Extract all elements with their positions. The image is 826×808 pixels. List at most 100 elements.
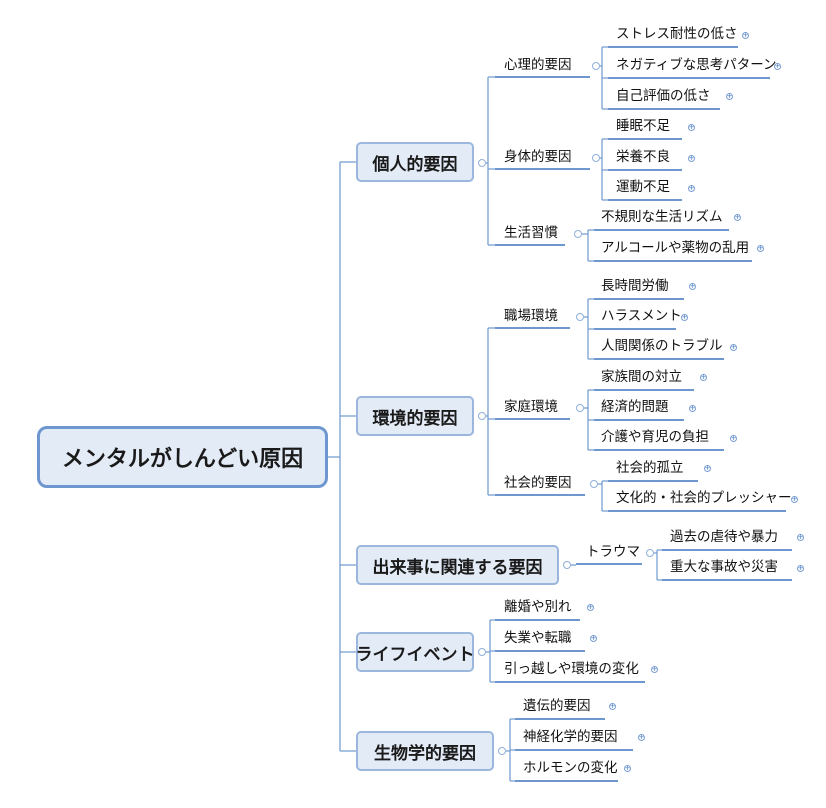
group-physical[interactable]: 身体的要因 — [504, 149, 572, 165]
collapse-icon[interactable] — [498, 747, 506, 755]
collapse-icon[interactable] — [563, 561, 571, 569]
expand-icon[interactable]: + — [638, 733, 645, 741]
leaf-underline — [495, 681, 645, 683]
leaf-underline — [594, 358, 724, 360]
expand-icon[interactable]: + — [757, 244, 764, 252]
branch-individual[interactable]: 個人的要因 — [356, 142, 474, 182]
expand-icon[interactable]: + — [590, 634, 597, 642]
expand-icon[interactable]: + — [791, 495, 798, 503]
leaf[interactable]: 不規則な生活リズム — [601, 209, 723, 225]
group-underline — [495, 327, 570, 329]
group-underline — [495, 244, 565, 246]
expand-icon[interactable]: + — [688, 154, 695, 162]
branch-events[interactable]: 出来事に関連する要因 — [356, 545, 559, 585]
leaf-underline — [608, 510, 786, 512]
leaf-underline — [594, 328, 676, 330]
collapse-icon[interactable] — [478, 412, 486, 420]
group-underline — [495, 418, 570, 420]
group-workplace[interactable]: 職場環境 — [504, 308, 558, 324]
group-family[interactable]: 家庭環境 — [504, 399, 558, 415]
group-social[interactable]: 社会的要因 — [504, 475, 572, 491]
expand-icon[interactable]: + — [681, 313, 688, 321]
leaf-underline — [515, 780, 618, 782]
group-underline — [495, 168, 590, 170]
collapse-icon[interactable] — [574, 230, 582, 238]
leaf[interactable]: 介護や育児の負担 — [601, 429, 709, 445]
collapse-icon[interactable] — [576, 313, 584, 321]
leaf[interactable]: ハラスメント — [601, 308, 682, 324]
collapse-icon[interactable] — [478, 648, 486, 656]
leaf[interactable]: 神経化学的要因 — [523, 729, 618, 745]
leaf[interactable]: 引っ越しや環境の変化 — [504, 661, 639, 677]
leaf-underline — [594, 260, 752, 262]
expand-icon[interactable]: + — [689, 404, 696, 412]
leaf[interactable]: ストレス耐性の低さ — [616, 26, 738, 42]
expand-icon[interactable]: + — [688, 123, 695, 131]
collapse-icon[interactable] — [592, 62, 600, 70]
leaf[interactable]: 過去の虐待や暴力 — [670, 529, 778, 545]
expand-icon[interactable]: + — [730, 343, 737, 351]
leaf[interactable]: 経済的問題 — [601, 399, 669, 415]
branch-environment[interactable]: 環境的要因 — [356, 396, 474, 436]
expand-icon[interactable]: + — [726, 92, 733, 100]
expand-icon[interactable]: + — [688, 184, 695, 192]
leaf[interactable]: 遺伝的要因 — [523, 698, 591, 714]
leaf[interactable]: ホルモンの変化 — [523, 760, 618, 776]
leaf[interactable]: 長時間労働 — [601, 278, 669, 294]
leaf[interactable]: 重大な事故や災害 — [670, 559, 778, 575]
group-psychological[interactable]: 心理的要因 — [504, 57, 572, 73]
branch-life-events[interactable]: ライフイベント — [356, 632, 475, 672]
expand-icon[interactable]: + — [651, 665, 658, 673]
leaf[interactable]: 社会的孤立 — [616, 460, 684, 476]
leaf-underline — [515, 718, 605, 720]
leaf-underline — [608, 169, 682, 171]
expand-icon[interactable]: + — [587, 603, 594, 611]
collapse-icon[interactable] — [478, 159, 486, 167]
expand-icon[interactable]: + — [730, 434, 737, 442]
leaf[interactable]: 自己評価の低さ — [616, 88, 711, 104]
leaf-underline — [608, 77, 770, 79]
group-lifestyle[interactable]: 生活習慣 — [504, 225, 558, 241]
leaf[interactable]: 文化的・社会的プレッシャー — [616, 490, 792, 506]
expand-icon[interactable]: + — [700, 373, 707, 381]
leaf[interactable]: 離婚や別れ — [504, 599, 572, 615]
leaf-underline — [594, 419, 684, 421]
expand-icon[interactable]: + — [609, 702, 616, 710]
expand-icon[interactable]: + — [742, 31, 749, 39]
leaf[interactable]: 人間関係のトラブル — [601, 338, 723, 354]
expand-icon[interactable]: + — [797, 533, 804, 541]
leaf-underline — [515, 749, 633, 751]
expand-icon[interactable]: + — [704, 464, 711, 472]
group-trauma[interactable]: トラウマ — [586, 544, 640, 560]
leaf[interactable]: 睡眠不足 — [616, 118, 670, 134]
expand-icon[interactable]: + — [774, 62, 781, 70]
expand-icon[interactable]: + — [734, 213, 741, 221]
leaf[interactable]: 運動不足 — [616, 179, 670, 195]
collapse-icon[interactable] — [576, 404, 584, 412]
group-underline — [576, 563, 642, 565]
leaf-underline — [662, 549, 792, 551]
leaf[interactable]: 失業や転職 — [504, 630, 572, 646]
branch-biological[interactable]: 生物学的要因 — [356, 731, 494, 771]
leaf-underline — [495, 619, 580, 621]
collapse-icon[interactable] — [646, 549, 654, 557]
collapse-icon[interactable] — [592, 154, 600, 162]
root-topic[interactable]: メンタルがしんどい原因 — [37, 426, 328, 488]
leaf[interactable]: アルコールや薬物の乱用 — [601, 240, 750, 256]
leaf[interactable]: ネガティブな思考パターン — [616, 57, 777, 73]
leaf-underline — [495, 650, 585, 652]
leaf[interactable]: 栄養不良 — [616, 149, 670, 165]
expand-icon[interactable]: + — [624, 764, 631, 772]
leaf[interactable]: 家族間の対立 — [601, 369, 682, 385]
group-underline — [495, 76, 590, 78]
leaf-underline — [594, 298, 684, 300]
collapse-icon[interactable] — [590, 480, 598, 488]
leaf-underline — [608, 46, 738, 48]
leaf-underline — [608, 199, 682, 201]
expand-icon[interactable]: + — [689, 282, 696, 290]
expand-icon[interactable]: + — [797, 564, 804, 572]
leaf-underline — [662, 579, 792, 581]
group-underline — [495, 494, 585, 496]
